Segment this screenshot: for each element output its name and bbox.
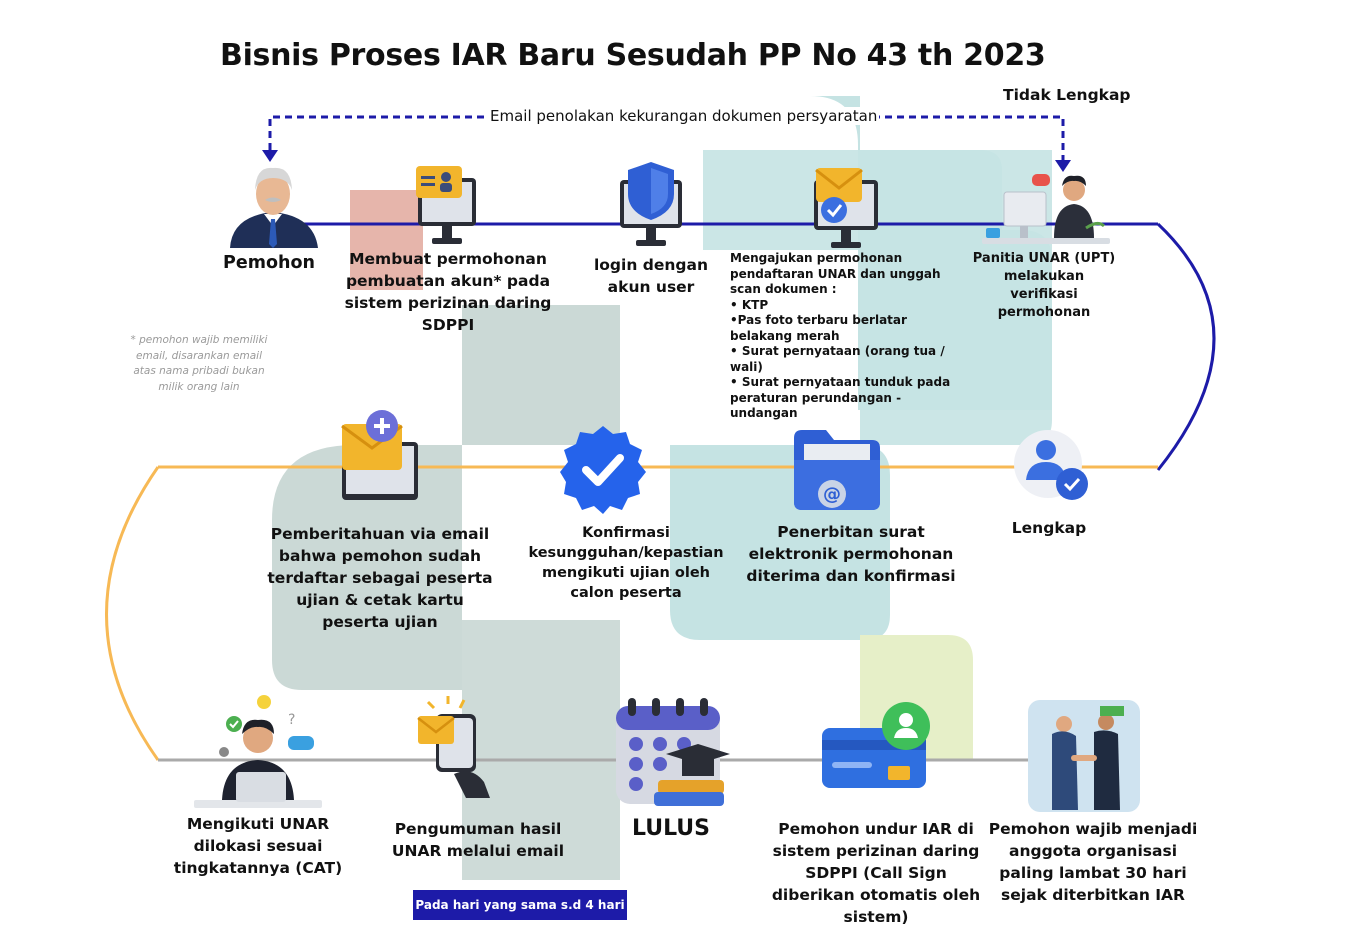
businessman-avatar-icon	[230, 167, 318, 248]
flow-curve-right	[1156, 222, 1216, 471]
submit-application-intro: Mengajukan permohonan pendaftaran UNAR d…	[730, 251, 941, 296]
bg-slate-bottom-shape	[462, 620, 620, 880]
page-title: Bisnis Proses IAR Baru Sesudah PP No 43 …	[220, 38, 1046, 73]
required-document-item: • Surat pernyataan tunduk pada peraturan…	[730, 375, 951, 420]
issuance-label: Penerbitan surat elektronik permohonan d…	[746, 523, 956, 585]
bg-slate-mid-shape	[272, 305, 620, 690]
confirmation-label: Konfirmasi kesungguhan/kepastian mengiku…	[528, 525, 724, 601]
user-verified-icon	[1014, 430, 1088, 500]
incomplete-label: Tidak Lengkap	[1003, 86, 1131, 104]
monitor-id-card-icon	[416, 166, 476, 244]
reject-email-label: Email penolakan kekurangan dokumen persy…	[488, 107, 880, 125]
calendar-graduation-icon	[616, 698, 730, 806]
complete-label: Lengkap	[1011, 519, 1087, 537]
exam-label: Mengikuti UNAR dilokasi sesuai tingkatan…	[173, 815, 343, 877]
handshake-icon	[1028, 700, 1140, 812]
flow-curve-left	[105, 466, 160, 761]
monitor-email-check-icon	[814, 168, 878, 248]
create-account-label: Membuat permohonan pembuatan akun* pada …	[344, 250, 552, 334]
arrowhead-right	[1055, 160, 1071, 172]
required-document-item: • Surat pernyataan (orang tua / wali)	[730, 344, 945, 374]
registered-notification-label: Pemberitahuan via email bahwa pemohon su…	[267, 525, 493, 631]
verified-badge-icon	[560, 426, 646, 514]
login-label: login dengan akun user	[593, 256, 709, 296]
download-iar-label: Pemohon undur IAR di sistem perizinan da…	[771, 820, 981, 926]
timing-badge: Pada hari yang sama s.d 4 hari	[413, 890, 627, 920]
id-card-icon	[822, 702, 930, 788]
monitor-email-plus-icon	[341, 410, 418, 500]
svg-text:?: ?	[288, 712, 295, 728]
reject-dashed-arrow	[268, 115, 1065, 165]
student-laptop-icon: ?	[194, 695, 322, 808]
organization-membership-label: Pemohon wajib menjadi anggota organisasi…	[988, 820, 1198, 904]
arrowhead-left	[262, 150, 278, 162]
operator-at-desk-icon	[982, 174, 1110, 244]
required-documents-list: • KTP •Pas foto terbaru berlatar belakan…	[730, 298, 960, 422]
required-document-item: •Pas foto terbaru berlatar belakang mera…	[730, 313, 907, 343]
bg-pink-shape	[350, 190, 423, 290]
monitor-shield-icon	[620, 162, 682, 246]
passed-label: LULUS	[631, 816, 711, 841]
verification-label: Panitia UNAR (UPT) melakukan verifikasi …	[972, 251, 1116, 320]
required-document-item: • KTP	[730, 297, 769, 312]
svg-text:@: @	[823, 484, 841, 505]
announcement-label: Pengumuman hasil UNAR melalui email	[391, 820, 565, 860]
account-footnote: * pemohon wajib memiliki email, disarank…	[130, 334, 268, 393]
submit-application-block: Mengajukan permohonan pendaftaran UNAR d…	[730, 251, 960, 422]
applicant-label: Pemohon	[223, 253, 315, 273]
phone-email-icon	[417, 696, 490, 798]
email-folder-icon: @	[794, 430, 880, 510]
